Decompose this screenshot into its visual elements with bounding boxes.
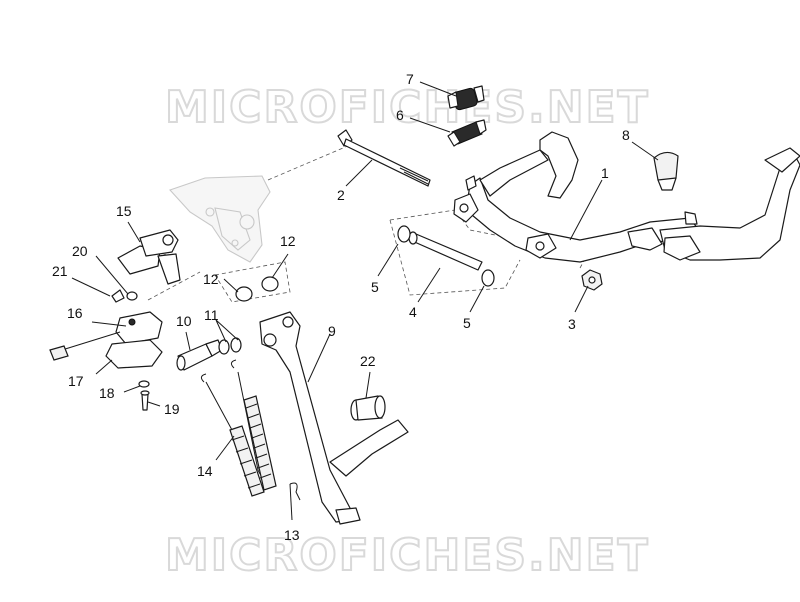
callout-3: 3 — [568, 316, 576, 332]
part-screw — [111, 289, 125, 303]
frame-bracket-ghost — [169, 175, 271, 263]
callout-4: 4 — [409, 304, 417, 320]
part-washer-left — [397, 225, 411, 243]
part-spring-short — [200, 373, 301, 501]
callout-14: 14 — [197, 463, 213, 479]
watermark-bottom: MICROFICHES.NET — [165, 530, 650, 581]
part-center-stand — [453, 131, 800, 263]
callout-8: 8 — [622, 127, 630, 143]
callout-21: 21 — [52, 263, 68, 279]
callout-7: 7 — [406, 71, 414, 87]
part-washer-right — [481, 269, 495, 287]
callout-15: 15 — [116, 203, 132, 219]
part-screw-small — [141, 393, 149, 411]
callout-5-left: 5 — [371, 279, 379, 295]
callout-2: 2 — [337, 187, 345, 203]
callout-9: 9 — [328, 323, 336, 339]
part-stand-switch — [49, 311, 163, 369]
guide-line — [389, 219, 521, 296]
leader-lines — [71, 81, 659, 521]
callout-19: 19 — [164, 401, 180, 417]
part-circlip — [235, 286, 253, 302]
part-sleeve — [447, 119, 487, 147]
callout-18: 18 — [99, 385, 115, 401]
callout-12-left: 12 — [203, 271, 219, 287]
part-washer-tiny — [138, 380, 150, 388]
callout-1: 1 — [601, 165, 609, 181]
callout-6: 6 — [396, 107, 404, 123]
part-rubber-stop — [653, 151, 679, 191]
part-rubber-block — [350, 395, 386, 421]
watermark-top: MICROFICHES.NET — [165, 82, 650, 133]
part-o-ring — [218, 339, 230, 355]
callout-10: 10 — [176, 313, 192, 329]
part-nut — [581, 269, 603, 291]
part-spring-long — [230, 359, 277, 491]
part-long-bolt — [337, 129, 431, 187]
part-washer-small — [126, 291, 138, 301]
part-pivot-bush — [176, 339, 223, 371]
part-o-ring — [230, 337, 242, 353]
callout-11: 11 — [204, 307, 219, 323]
callout-17: 17 — [68, 373, 84, 389]
callout-16: 16 — [67, 305, 83, 321]
callout-12-right: 12 — [280, 233, 296, 249]
callout-22: 22 — [360, 353, 376, 369]
part-side-stand — [259, 311, 409, 525]
guide-line — [214, 261, 291, 303]
guide-line — [147, 271, 201, 301]
part-bush — [447, 85, 485, 111]
guide-line — [267, 144, 351, 181]
part-pivot-pin — [408, 231, 483, 271]
callout-20: 20 — [72, 243, 88, 259]
callout-13: 13 — [284, 527, 300, 543]
part-switch-bracket — [117, 229, 181, 285]
part-circlip — [261, 276, 279, 292]
callout-5-right: 5 — [463, 315, 471, 331]
